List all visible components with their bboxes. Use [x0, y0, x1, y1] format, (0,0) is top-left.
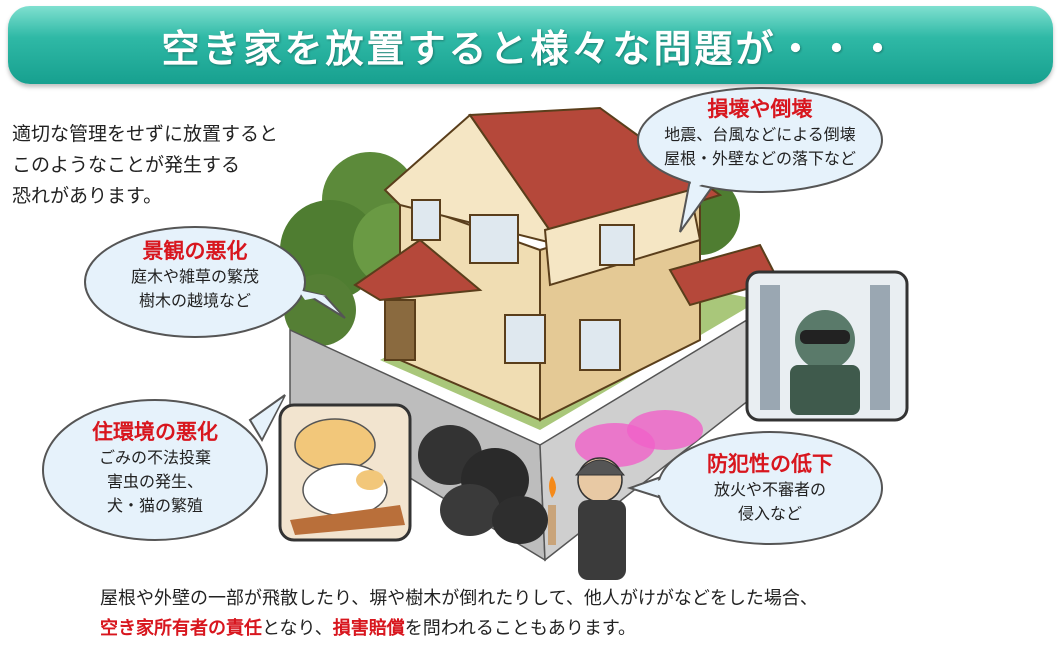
intro-line: このようなことが発生する [12, 154, 241, 176]
bubble-title: 防犯性の低下 [707, 452, 833, 476]
bubble-line: ごみの不法投棄 [98, 448, 211, 467]
cats-inset [278, 403, 412, 542]
bubble-line: 放火や不審者の [713, 480, 826, 499]
speech-bubble-scenery [84, 226, 346, 338]
garbage-bags [418, 425, 548, 544]
footer-note: 屋根や外壁の一部が飛散したり、塀や樹木が倒れたりして、他人がけがなどをした場合、… [100, 584, 818, 644]
intro-line: 恐れがあります。 [12, 185, 163, 207]
damages: 損害賠償 [332, 618, 405, 639]
footer-line: 屋根や外壁の一部が飛散したり、塀や樹木が倒れたりして、他人がけがなどをした場合、 [100, 588, 818, 609]
bubble-line: 侵入など [737, 504, 802, 523]
banner-title: 空き家を放置すると様々な問題が・・・ [161, 26, 900, 71]
footer-text: となり、 [262, 618, 333, 639]
bubble-line: 地震、台風などによる倒壊 [664, 125, 856, 144]
bubble-title: 住環境の悪化 [92, 420, 218, 444]
bubble-line: 樹木の越境など [138, 291, 251, 310]
bubble-crime-text: 防犯性の低下 放火や不審者の 侵入など [675, 450, 865, 526]
footer-text: を問われることもあります。 [404, 618, 637, 639]
bubble-line: 庭木や雑草の繁茂 [130, 267, 259, 286]
bubble-line: 屋根・外壁などの落下など [663, 149, 856, 168]
speech-bubble-living [42, 394, 286, 541]
bubble-title: 損壊や倒壊 [707, 97, 813, 121]
bubble-line: 犬・猫の繁殖 [106, 496, 203, 515]
intro-line: 適切な管理をせずに放置すると [12, 123, 279, 145]
bubble-living-text: 住環境の悪化 ごみの不法投棄 害虫の発生、 犬・猫の繁殖 [55, 418, 255, 518]
bubble-title: 景観の悪化 [142, 239, 248, 263]
bubble-scenery-text: 景観の悪化 庭木や雑草の繁茂 樹木の越境など [95, 237, 295, 313]
intruder-inset [745, 270, 909, 422]
bubble-collapse-text: 損壊や倒壊 地震、台風などによる倒壊 屋根・外壁などの落下など [650, 95, 870, 171]
speech-bubble-collapse [637, 87, 883, 233]
suspicious-person [548, 457, 626, 580]
graffiti [575, 410, 703, 467]
intro-text: 適切な管理をせずに放置すると このようなことが発生する 恐れがあります。 [12, 119, 278, 212]
bubble-line: 害虫の発生、 [106, 472, 203, 491]
footer-line: 空き家所有者の責任となり、損害賠償を問われることもあります。 [100, 614, 818, 644]
title-banner: 空き家を放置すると様々な問題が・・・ [8, 6, 1053, 84]
speech-bubble-crime [626, 431, 883, 545]
owner-responsibility: 空き家所有者の責任 [100, 618, 262, 639]
house [353, 106, 780, 422]
